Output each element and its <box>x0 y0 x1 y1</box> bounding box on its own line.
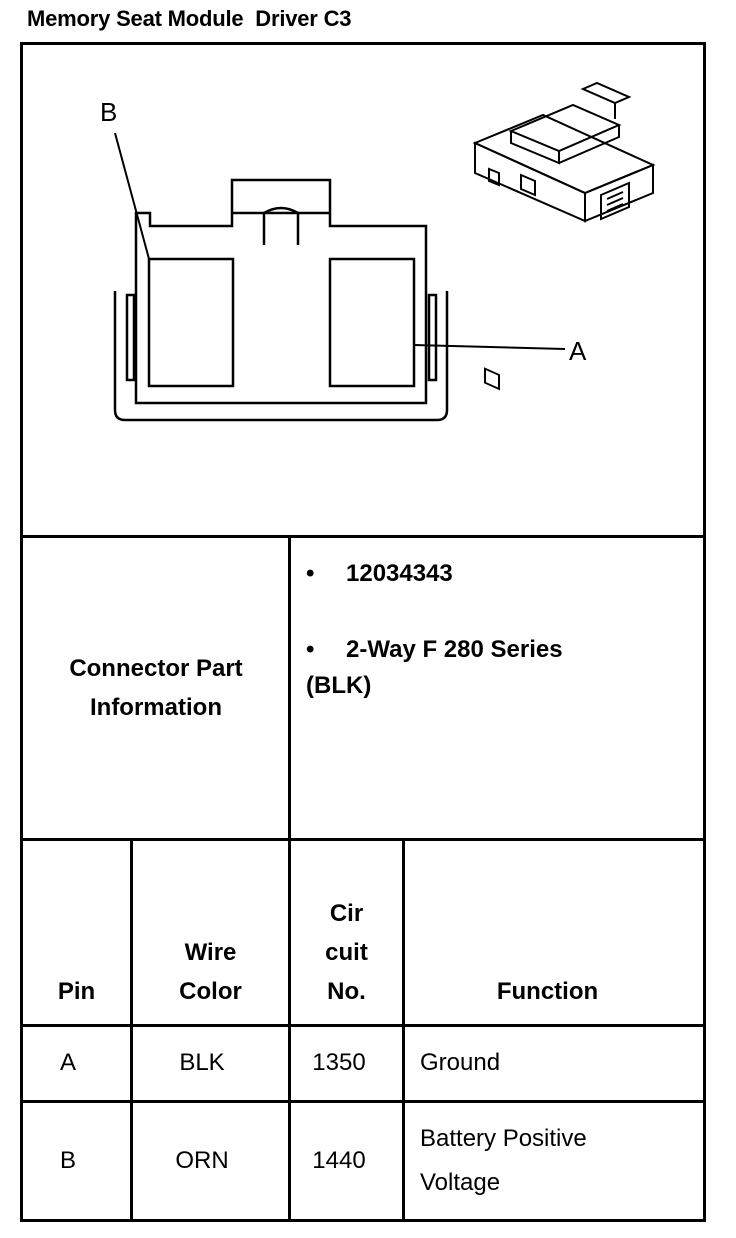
header-function: Function <box>496 978 599 1005</box>
row-b-wire-color: ORN <box>175 1147 229 1174</box>
connector-type: 2-Way F 280 Series <box>346 636 563 663</box>
row-a-wire-color: BLK <box>179 1049 225 1076</box>
leader-b <box>114 132 150 260</box>
connector-type-item: • 2-Way F 280 Series (BLK) <box>306 632 696 704</box>
row-a-pin: A <box>59 1049 76 1076</box>
connector-table-frame <box>20 42 706 1222</box>
pin-b-callout: B <box>100 97 117 127</box>
divider-info-column <box>288 538 291 838</box>
row-b-function-line2: Voltage <box>420 1169 501 1196</box>
connector-part-info-label: Connector Part Information <box>23 538 289 838</box>
part-number-item: • 12034343 <box>306 556 696 592</box>
pin-a-callout: A <box>569 336 587 366</box>
header-wire-line2: Color <box>179 978 242 1005</box>
row-b-function: Battery Positive Voltage <box>420 1117 587 1205</box>
header-wire-color: Wire Color <box>133 933 288 1011</box>
divider-header-bottom <box>20 1024 706 1027</box>
divider-row-a-bottom <box>20 1100 706 1103</box>
header-circuit-line2: cuit <box>325 939 368 966</box>
connector-part-info-list: • 12034343 • 2-Way F 280 Series (BLK) <box>306 556 696 704</box>
row-a-function: Ground <box>420 1049 501 1076</box>
bullet-icon: • <box>306 560 315 587</box>
connector-part-info-label-line2: Information <box>89 694 222 721</box>
connector-isometric-view <box>472 81 656 391</box>
divider-wire-column <box>288 841 291 1219</box>
row-a-circuit: 1350 <box>312 1049 366 1076</box>
bullet-icon: • <box>306 636 315 663</box>
connector-color: (BLK) <box>306 672 372 699</box>
connector-face-view <box>113 178 449 422</box>
row-b-pin: B <box>59 1147 76 1174</box>
row-b-circuit: 1440 <box>312 1147 366 1174</box>
divider-circuit-column <box>402 841 405 1219</box>
cavity-b <box>147 257 235 388</box>
divider-diagram-bottom <box>20 535 706 538</box>
page-title: Memory Seat Module Driver C3 <box>27 6 352 31</box>
part-number: 12034343 <box>346 560 453 587</box>
cavity-a <box>328 257 416 388</box>
row-b-function-line1: Battery Positive <box>420 1125 587 1152</box>
leader-a <box>413 344 566 350</box>
header-wire-line1: Wire <box>184 939 237 966</box>
header-circuit-number: Cir cuit No. <box>291 894 402 1011</box>
header-circuit-line3: No. <box>327 978 366 1005</box>
connector-diagram: B A <box>100 81 656 422</box>
connector-part-info-label-line1: Connector Part <box>69 655 243 682</box>
header-circuit-line1: Cir <box>329 900 364 927</box>
header-pin: Pin <box>57 978 96 1005</box>
divider-pin-column <box>130 841 133 1219</box>
divider-info-bottom <box>20 838 706 841</box>
